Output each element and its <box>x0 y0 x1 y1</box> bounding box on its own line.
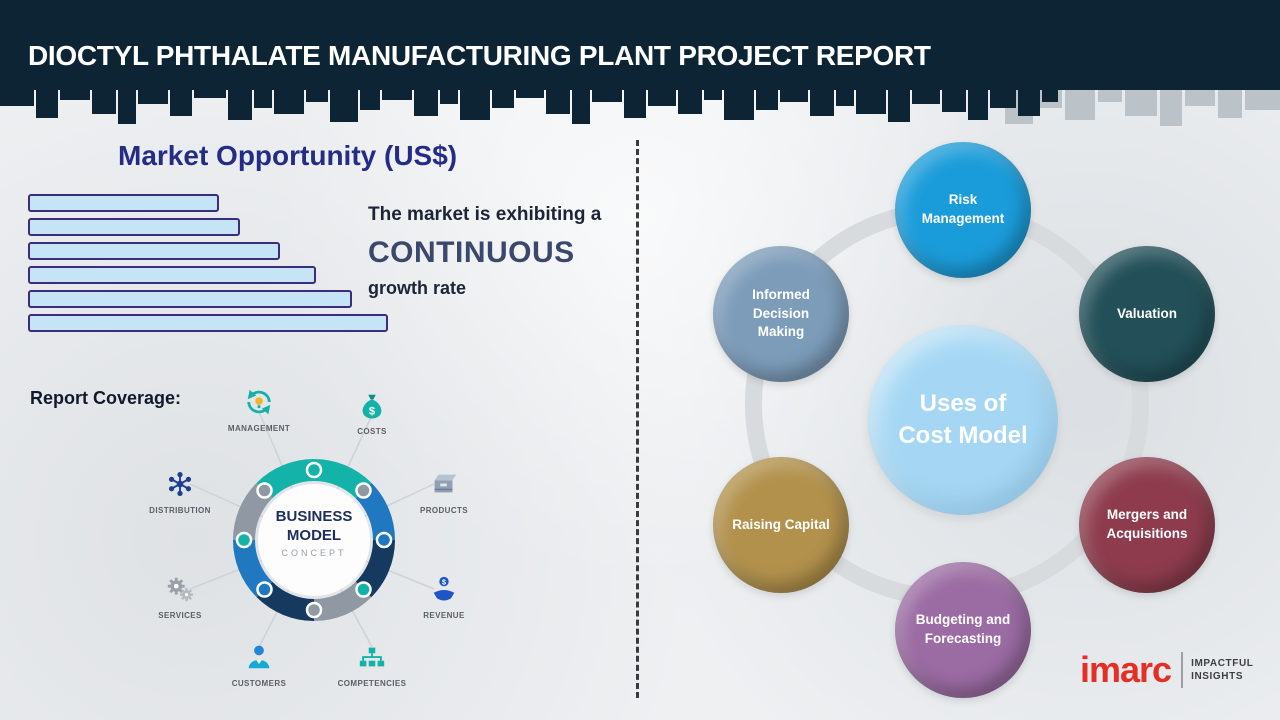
bm-item-services: SERVICES <box>135 574 225 620</box>
bm-label-products: PRODUCTS <box>419 506 469 515</box>
imarc-tagline-line2: INSIGHTS <box>1191 671 1244 682</box>
header: DIOCTYL PHTHALATE MANUFACTURING PLANT PR… <box>0 0 1280 90</box>
page-title: DIOCTYL PHTHALATE MANUFACTURING PLANT PR… <box>28 40 931 71</box>
gears-icon <box>167 577 194 602</box>
bm-item-competencies: COMPETENCIES <box>327 642 417 688</box>
section-divider <box>636 140 639 698</box>
bm-label-competencies: COMPETENCIES <box>337 679 407 688</box>
imarc-logo-divider <box>1181 652 1184 688</box>
cost-model-center-circle: Uses of Cost Model <box>868 325 1058 515</box>
growth-line-3: growth rate <box>368 278 467 298</box>
node-budgeting-forecasting: Budgeting and Forecasting <box>895 562 1031 698</box>
growth-text-block: The market is exhibiting a CONTINUOUS gr… <box>368 204 633 299</box>
imarc-logo-text: imarc <box>1080 649 1172 690</box>
bar <box>28 242 280 260</box>
bm-label-customers: CUSTOMERS <box>231 679 287 688</box>
imarc-logo-tagline: IMPACTFUL INSIGHTS <box>1191 657 1253 684</box>
bm-item-products: PRODUCTS <box>399 469 489 515</box>
business-model-center-line3: CONCEPT <box>281 547 347 558</box>
person-icon <box>248 645 270 669</box>
bar <box>28 218 240 236</box>
business-model-center-text: BUSINESS MODEL CONCEPT <box>244 508 384 558</box>
node-valuation: Valuation <box>1079 246 1215 382</box>
business-model-diagram: BUSINESS MODEL CONCEPT MANAGEMENT $ COST… <box>137 382 497 712</box>
bm-item-customers: CUSTOMERS <box>214 642 304 688</box>
bm-item-management: MANAGEMENT <box>214 387 304 433</box>
svg-text:$: $ <box>369 405 376 417</box>
bar-chart <box>28 194 398 338</box>
imarc-logo: imarc IMPACTFUL INSIGHTS <box>1080 652 1254 688</box>
bar <box>28 266 316 284</box>
bar <box>28 290 352 308</box>
management-icon <box>247 389 271 415</box>
market-opportunity-title: Market Opportunity (US$) <box>118 140 458 171</box>
bar <box>28 194 219 212</box>
bm-label-management: MANAGEMENT <box>227 424 291 433</box>
cost-model-center-line2: Cost Model <box>898 422 1028 449</box>
growth-line-1: The market is exhibiting a <box>368 204 602 225</box>
business-model-center-line2: MODEL <box>286 526 342 544</box>
bm-label-costs: COSTS <box>357 427 387 436</box>
money-bag-icon: $ <box>362 394 382 419</box>
bm-item-distribution: DISTRIBUTION <box>135 469 225 515</box>
node-mergers-acquisitions: Mergers and Acquisitions <box>1079 457 1215 593</box>
bm-item-revenue: $ REVENUE <box>399 574 489 620</box>
bm-label-revenue: REVENUE <box>423 611 465 620</box>
box-icon <box>434 474 457 493</box>
bm-item-costs: $ COSTS <box>327 390 417 436</box>
cost-model-center-line1: Uses of <box>919 389 1007 417</box>
org-chart-icon <box>359 647 385 667</box>
network-icon <box>168 472 192 496</box>
imarc-tagline-line1: IMPACTFUL <box>1191 657 1254 669</box>
node-informed-decision-making: Informed Decision Making <box>713 246 849 382</box>
node-raising-capital: Raising Capital <box>713 457 849 593</box>
bm-label-distribution: DISTRIBUTION <box>149 506 211 515</box>
city-skyline-graphic <box>0 90 1280 126</box>
growth-line-2: CONTINUOUS <box>368 236 575 269</box>
node-risk-management: Risk Management <box>895 142 1031 278</box>
bar <box>28 314 388 332</box>
business-model-center-line1: BUSINESS <box>275 508 353 525</box>
bm-label-services: SERVICES <box>158 611 202 620</box>
hand-coin-icon: $ <box>433 576 455 601</box>
